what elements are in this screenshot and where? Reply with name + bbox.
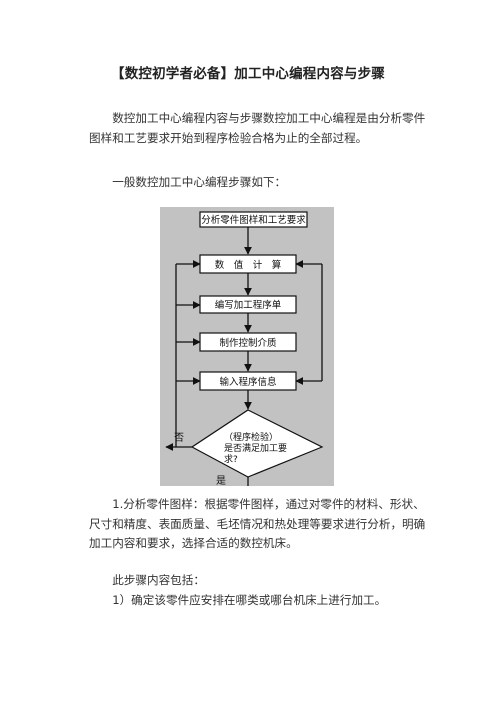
- box-control-media: [199, 332, 297, 352]
- step1-paragraph: 1.分析零件图样：根据零件图样，通过对零件的材料、形状、尺寸和精度、表面质量、毛…: [89, 497, 426, 550]
- decision-label-line3: 求?: [224, 453, 238, 465]
- box-numeric-calc-label: 数 值 计 算: [215, 259, 282, 271]
- page-title: 【数控初学者必备】加工中心编程内容与步骤: [111, 66, 385, 82]
- programming-flowchart: 分析零件图样和工艺要求 数 值 计 算 编写加工程序单 制作控制介质 输入程序信…: [160, 207, 334, 486]
- box-analyze-drawing: [199, 211, 308, 228]
- decision-label-line2: 是否满足加工要: [224, 443, 287, 454]
- flowchart-svg: 分析零件图样和工艺要求 数 值 计 算 编写加工程序单 制作控制介质 输入程序信…: [160, 207, 334, 486]
- box-numeric-calc: [199, 254, 297, 274]
- intro-paragraph: 数控加工中心编程内容与步骤数控加工中心编程是由分析零件图样和工艺要求开始到程序检…: [89, 111, 426, 145]
- no-label: 否: [174, 432, 184, 444]
- box-input-program: [199, 371, 297, 391]
- box-input-program-label: 输入程序信息: [219, 376, 276, 388]
- lead-paragraph: 一般数控加工中心编程步骤如下：: [112, 175, 287, 189]
- decision-diamond: [190, 409, 324, 478]
- item1-paragraph: 1）确定该零件应安排在哪类或哪台机床上进行加工。: [112, 593, 387, 607]
- box-write-program-label: 编写加工程序单: [215, 299, 282, 311]
- decision-label-line1: （程序检验）: [224, 431, 278, 443]
- box-analyze-drawing-label: 分析零件图样和工艺要求: [201, 214, 306, 226]
- content-lead-paragraph: 此步骤内容包括：: [112, 573, 205, 587]
- box-write-program: [199, 295, 297, 314]
- yes-label: 是: [216, 475, 226, 486]
- box-control-media-label: 制作控制介质: [219, 337, 277, 349]
